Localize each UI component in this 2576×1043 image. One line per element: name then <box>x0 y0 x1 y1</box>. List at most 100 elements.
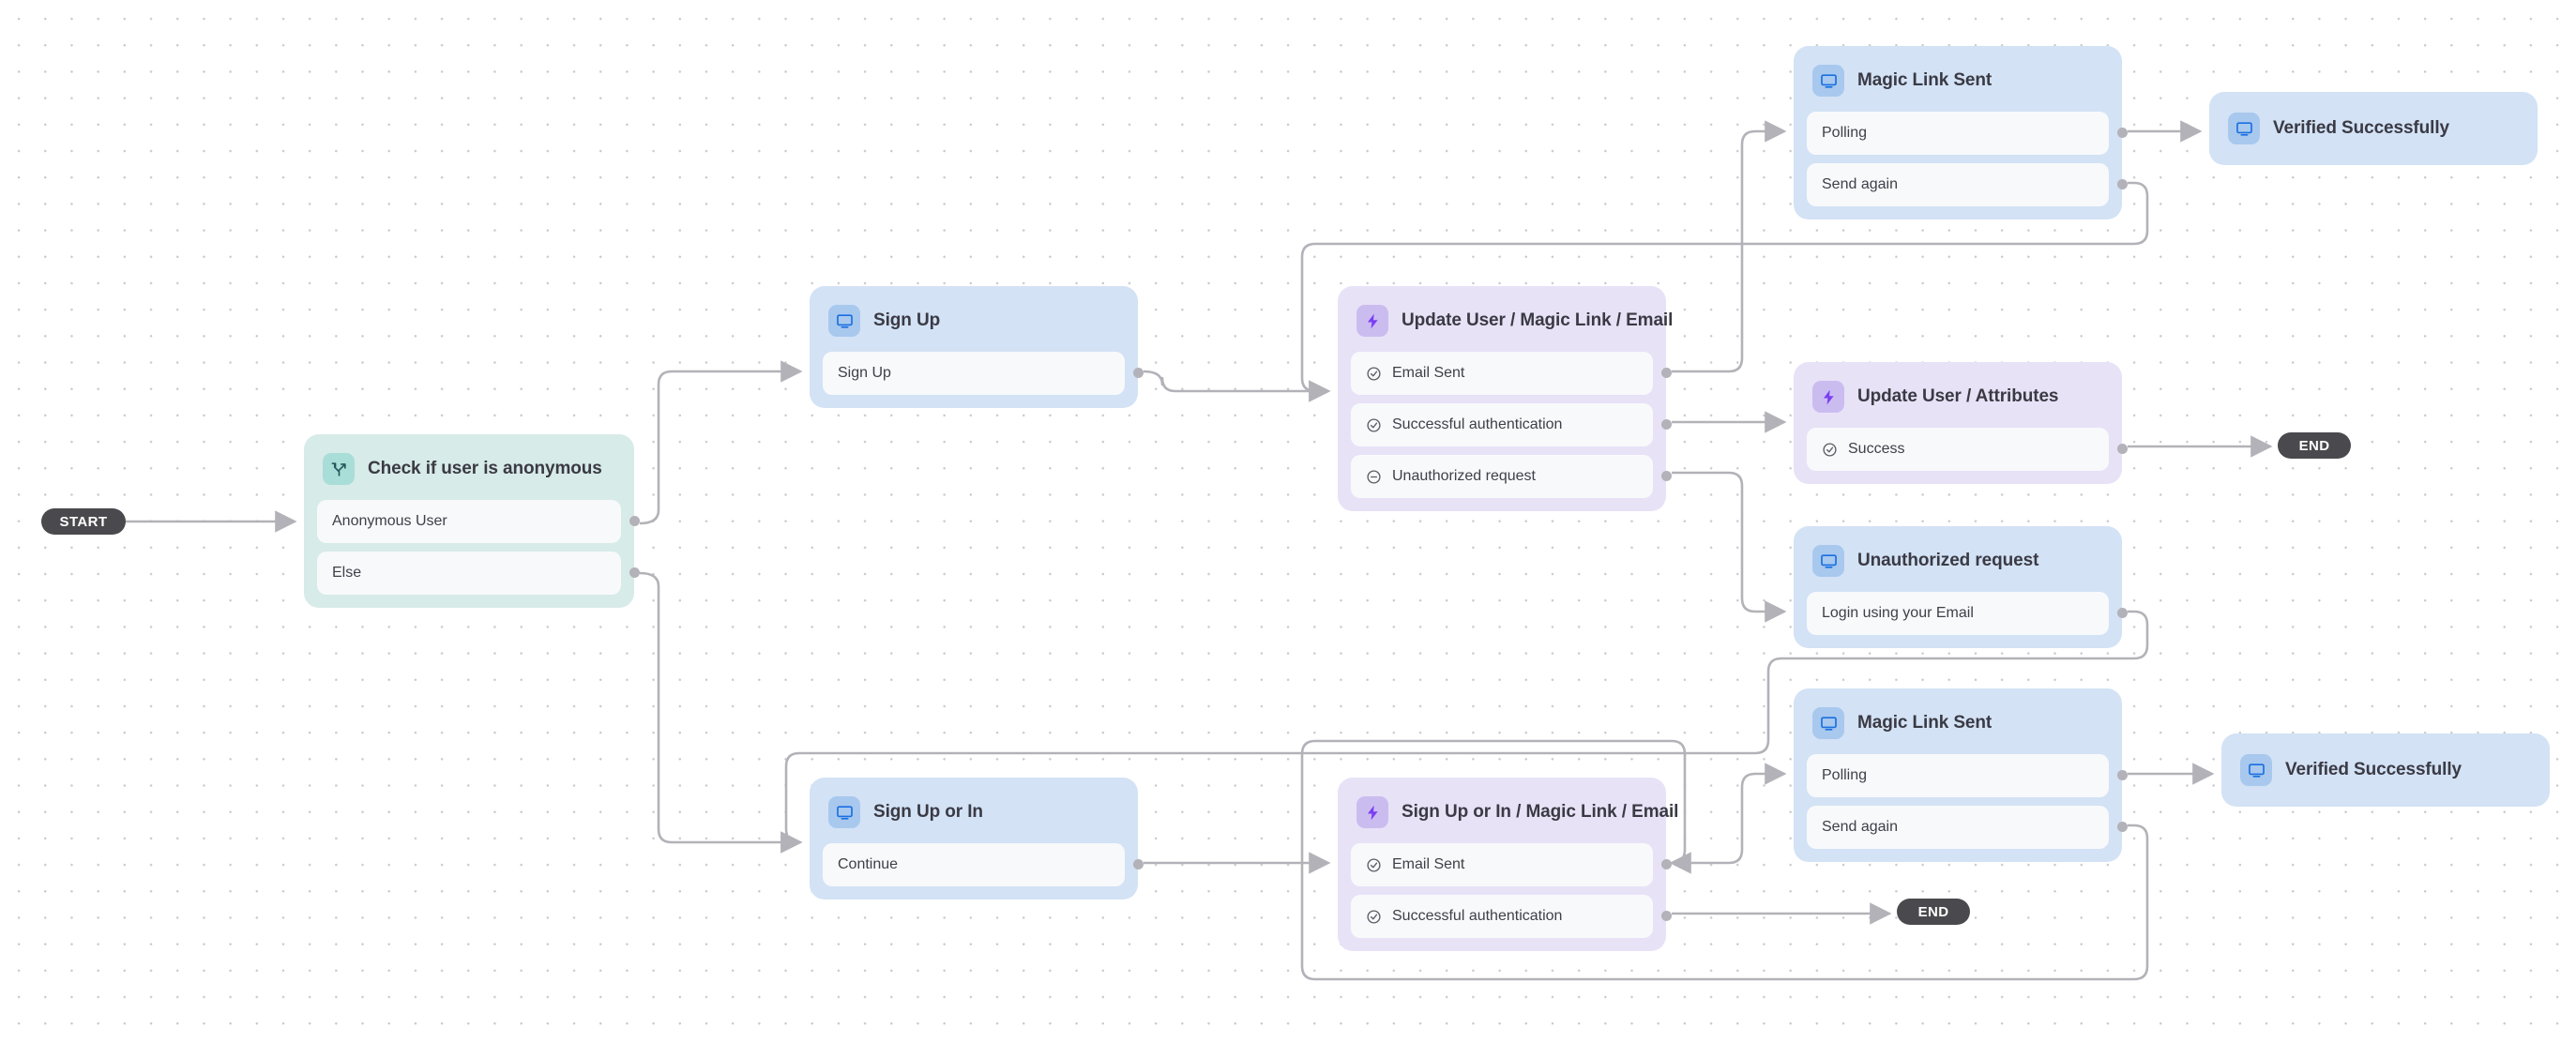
bolt-icon <box>1812 381 1844 413</box>
node-header: Sign Up <box>823 299 1125 342</box>
screen-icon <box>828 796 860 828</box>
check-circle-icon <box>1366 366 1382 382</box>
node-title: Verified Successfully <box>2285 760 2462 779</box>
screen-icon <box>1812 545 1844 577</box>
node-magic-link-sent-top[interactable]: Magic Link Sent Polling Send again <box>1794 46 2128 219</box>
output-port[interactable] <box>2117 822 2128 832</box>
check-circle-icon <box>1366 909 1382 925</box>
node-header: Magic Link Sent <box>1807 702 2109 745</box>
edge-anonymous-to-signup <box>639 360 803 525</box>
output-port[interactable] <box>1133 368 1144 378</box>
node-unauthorized-request[interactable]: Unauthorized request Login using your Em… <box>1794 526 2128 648</box>
output-port[interactable] <box>1661 859 1672 869</box>
row-polling[interactable]: Polling <box>1807 112 2128 155</box>
row-unauthorized-request[interactable]: Unauthorized request <box>1351 455 1672 498</box>
screen-icon <box>828 305 860 337</box>
output-port[interactable] <box>2117 770 2128 780</box>
node-verified-successfully-top[interactable]: Verified Successfully <box>2209 92 2538 165</box>
row-send-again[interactable]: Send again <box>1807 806 2128 849</box>
row-continue[interactable]: Continue <box>823 843 1144 886</box>
row-label: Polling <box>1822 125 1868 141</box>
row-label: Send again <box>1822 176 1898 192</box>
edge-unauth-to-unauthnode <box>1672 471 1787 623</box>
node-header: Magic Link Sent <box>1807 59 2109 102</box>
node-title: Update User / Attributes <box>1857 386 2059 406</box>
row-polling[interactable]: Polling <box>1807 754 2128 797</box>
node-header: Update User / Attributes <box>1807 375 2109 418</box>
end-terminal-top[interactable]: END <box>2278 432 2351 459</box>
output-port[interactable] <box>1661 419 1672 430</box>
output-port[interactable] <box>2117 608 2128 618</box>
node-header: Check if user is anonymous <box>317 447 621 491</box>
end-terminal-top-label: END <box>2298 437 2330 454</box>
node-title: Verified Successfully <box>2273 118 2449 138</box>
node-title: Unauthorized request <box>1857 551 2039 570</box>
node-title: Sign Up or In / Magic Link / Email <box>1402 802 1679 822</box>
node-title: Magic Link Sent <box>1857 713 1993 733</box>
edge-bottom-emailsent-to-polling <box>1672 763 1787 865</box>
check-circle-icon <box>1822 442 1838 458</box>
output-port[interactable] <box>2117 179 2128 189</box>
output-port[interactable] <box>1661 471 1672 481</box>
node-title: Sign Up or In <box>873 802 983 822</box>
node-sign-up-or-in[interactable]: Sign Up or In Continue <box>810 778 1144 899</box>
output-port[interactable] <box>1661 911 1672 921</box>
node-header: Sign Up or In / Magic Link / Email <box>1351 791 1678 834</box>
bolt-icon <box>1356 305 1388 337</box>
minus-circle-icon <box>1366 469 1382 485</box>
row-label: Unauthorized request <box>1392 468 1536 484</box>
start-terminal[interactable]: START <box>41 508 126 535</box>
node-verified-successfully-bottom[interactable]: Verified Successfully <box>2221 733 2550 807</box>
row-label: Email Sent <box>1392 856 1465 872</box>
bolt-icon <box>1356 796 1388 828</box>
edge-emailsent-to-polling <box>1672 120 1787 373</box>
edge-signup-to-updateuser <box>1143 370 1331 402</box>
node-header: Verified Successfully <box>2222 105 2524 152</box>
output-port[interactable] <box>1661 368 1672 378</box>
row-success[interactable]: Success <box>1807 428 2128 471</box>
node-title: Update User / Magic Link / Email <box>1402 310 1674 330</box>
node-check-if-user-is-anonymous[interactable]: Check if user is anonymous Anonymous Use… <box>304 434 640 608</box>
node-update-user-attributes[interactable]: Update User / Attributes Success <box>1794 362 2128 484</box>
row-login-using-your-email[interactable]: Login using your Email <box>1807 592 2128 635</box>
node-sign-up[interactable]: Sign Up Sign Up <box>810 286 1144 408</box>
output-port[interactable] <box>2117 128 2128 138</box>
row-label: Successful authentication <box>1392 908 1563 924</box>
end-terminal-bottom-label: END <box>1917 903 1949 920</box>
row-label: Email Sent <box>1392 365 1465 381</box>
row-label: Send again <box>1822 819 1898 835</box>
row-anonymous-user[interactable]: Anonymous User <box>317 500 640 543</box>
end-terminal-bottom[interactable]: END <box>1897 899 1970 925</box>
row-successful-authentication[interactable]: Successful authentication <box>1351 895 1672 938</box>
row-successful-authentication[interactable]: Successful authentication <box>1351 403 1672 446</box>
row-email-sent[interactable]: Email Sent <box>1351 843 1672 886</box>
node-title: Magic Link Sent <box>1857 70 1993 90</box>
output-port[interactable] <box>2117 444 2128 454</box>
output-port[interactable] <box>1133 859 1144 869</box>
screen-icon <box>2240 754 2272 786</box>
start-terminal-label: START <box>59 513 108 530</box>
row-label: Polling <box>1822 767 1868 783</box>
row-else[interactable]: Else <box>317 552 640 595</box>
node-header: Unauthorized request <box>1807 539 2109 582</box>
row-email-sent[interactable]: Email Sent <box>1351 352 1672 395</box>
row-label: Continue <box>838 856 899 872</box>
node-magic-link-sent-bottom[interactable]: Magic Link Sent Polling Send again <box>1794 688 2128 862</box>
node-header: Sign Up or In <box>823 791 1125 834</box>
output-port[interactable] <box>629 516 640 526</box>
node-title: Check if user is anonymous <box>368 459 602 478</box>
output-port[interactable] <box>629 567 640 578</box>
node-sign-up-or-in-magic-link-email[interactable]: Sign Up or In / Magic Link / Email Email… <box>1338 778 1678 951</box>
node-update-user-magic-link-email[interactable]: Update User / Magic Link / Email Email S… <box>1338 286 1673 511</box>
node-header: Update User / Magic Link / Email <box>1351 299 1673 342</box>
check-circle-icon <box>1366 857 1382 873</box>
node-header: Verified Successfully <box>2235 747 2537 794</box>
row-sign-up[interactable]: Sign Up <box>823 352 1144 395</box>
screen-icon <box>1812 65 1844 97</box>
row-label: Successful authentication <box>1392 416 1563 432</box>
check-circle-icon <box>1366 417 1382 433</box>
row-send-again[interactable]: Send again <box>1807 163 2128 206</box>
screen-icon <box>1812 707 1844 739</box>
row-label: Anonymous User <box>332 513 447 529</box>
